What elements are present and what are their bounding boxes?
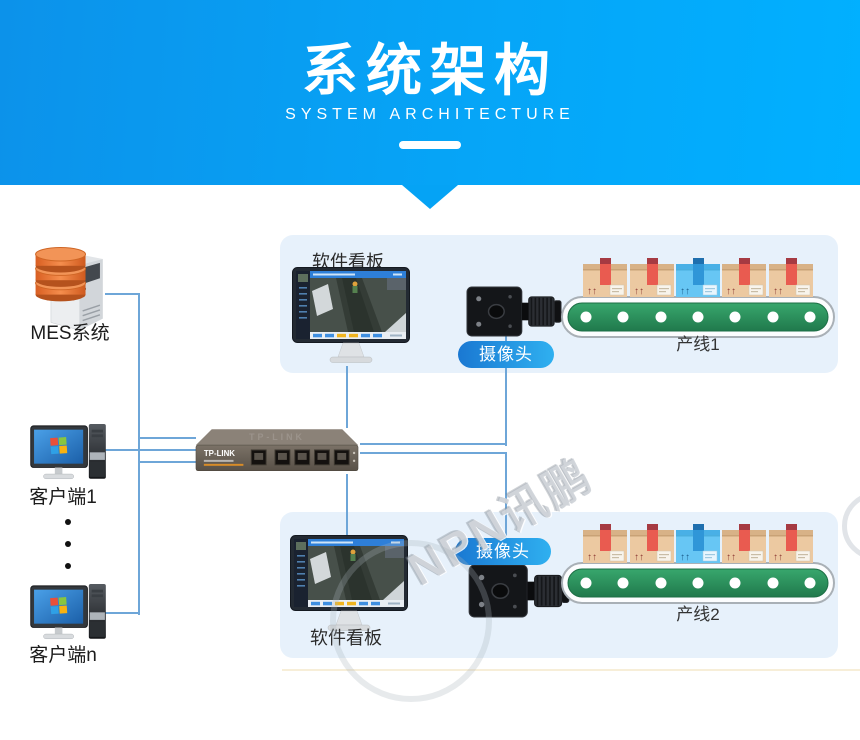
watermark-ring	[842, 492, 860, 560]
connection-line-router-in2	[140, 461, 196, 463]
connection-line-clientn	[100, 612, 140, 614]
desktop-computer-icon	[30, 584, 106, 640]
conveyor-1: 产线1	[558, 250, 838, 358]
camera-badge: 摄像头	[455, 538, 551, 565]
header-banner: 系统架构 SYSTEM ARCHITECTURE	[0, 0, 860, 185]
connection-line-camera2-h	[360, 452, 507, 454]
monitor-dashboard-icon	[292, 267, 410, 363]
conveyor-2: 产线2	[558, 516, 838, 624]
mes-label: MES系统	[30, 323, 110, 344]
router-node: TP-LINK TP-LINK	[192, 423, 362, 477]
database-server-icon	[35, 247, 103, 331]
desktop-computer-icon	[30, 424, 106, 480]
ellipsis-dot	[65, 563, 71, 569]
client1-node	[30, 424, 108, 492]
ethernet-ports	[250, 449, 350, 466]
connection-line-camera2-v	[505, 452, 507, 578]
connection-line-monitor2	[346, 474, 348, 538]
windows-logo-icon	[50, 437, 68, 455]
connection-line-camera1-v	[505, 316, 507, 446]
line-label: 产线2	[676, 605, 719, 624]
industrial-camera-icon	[466, 286, 562, 337]
dashboard-monitor	[290, 535, 410, 635]
page-subtitle: SYSTEM ARCHITECTURE	[285, 106, 575, 123]
title-underline	[399, 141, 461, 149]
line-label: 产线1	[676, 335, 719, 354]
router-brand-label: TP-LINK	[204, 449, 235, 458]
clientn-node	[30, 584, 108, 652]
banner-arrow-notch	[402, 185, 458, 209]
windows-logo-icon	[50, 597, 68, 615]
page-title: 系统架构	[302, 39, 558, 102]
connection-line-mes	[105, 293, 140, 295]
connection-line-trunk	[138, 293, 140, 615]
industrial-camera-icon	[468, 564, 570, 618]
database-stack-icon	[35, 247, 87, 302]
conveyor-belt-icon: 产线1	[561, 257, 835, 354]
router-icon: TP-LINK TP-LINK	[195, 429, 359, 472]
mes-server-node	[28, 236, 120, 334]
camera-device	[466, 286, 562, 337]
clientn-label: 客户端n	[29, 645, 97, 666]
camera-device	[468, 564, 570, 618]
camera-badge: 摄像头	[458, 341, 554, 368]
connection-line-router-in1	[140, 437, 196, 439]
faint-divider	[282, 669, 860, 671]
connection-line-client1	[100, 449, 196, 451]
conveyor-belt-icon: 产线2	[561, 523, 835, 624]
monitor-dashboard-icon	[290, 535, 408, 631]
client1-label: 客户端1	[29, 487, 97, 508]
ellipsis-dot	[65, 519, 71, 525]
production-panel-2: 软件看板 摄像头 产线2	[280, 512, 838, 658]
router-top-emboss: TP-LINK	[249, 432, 305, 442]
ellipsis-dot	[65, 541, 71, 547]
connection-line-camera1-h	[360, 443, 507, 445]
connection-line-monitor1	[346, 366, 348, 428]
dashboard-monitor	[292, 267, 412, 367]
production-panel-1: 软件看板 摄像头 产线	[280, 235, 838, 373]
dashboard-label: 软件看板	[310, 628, 382, 648]
